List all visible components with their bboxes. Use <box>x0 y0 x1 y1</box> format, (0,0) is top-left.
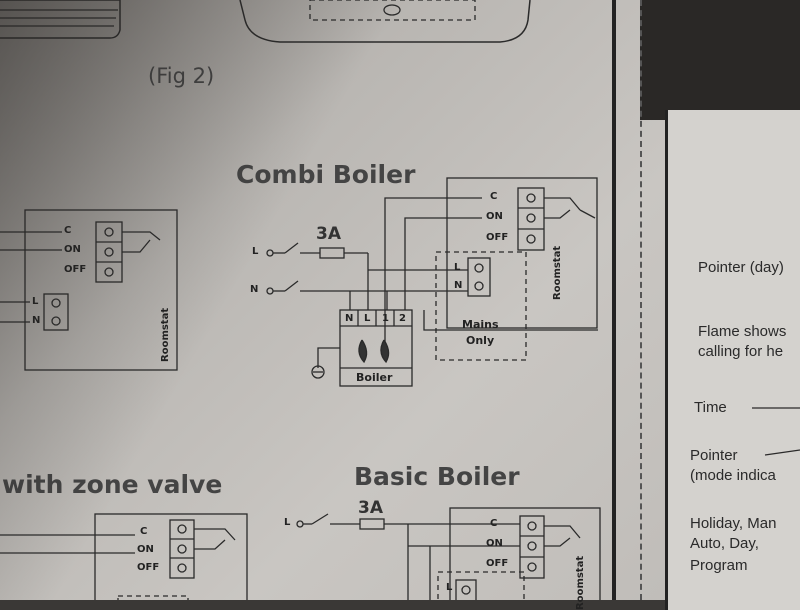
mains-l-label: L <box>454 262 461 273</box>
zone-terminal-on: ON <box>137 544 154 555</box>
combi-terminal-block <box>517 187 545 251</box>
legend-flame-line2: calling for he <box>698 343 784 360</box>
combi-live-label: L <box>252 246 259 257</box>
zone-valve-wiring-diagram <box>0 513 248 600</box>
basic-live-label: L <box>284 517 291 528</box>
thermostat-device-outline <box>0 0 531 43</box>
zone-terminal-c: C <box>140 526 148 537</box>
combi-boiler-title: Combi Boiler <box>236 160 416 189</box>
zone-valve-title: with zone valve <box>2 470 223 499</box>
basic-fuse-label: 3A <box>358 498 383 518</box>
combi-fuse-label: 3A <box>316 224 341 244</box>
basic-terminal-c: C <box>490 518 498 529</box>
left-mains-n: N <box>32 315 41 326</box>
left-terminal-on: ON <box>64 244 81 255</box>
basic-boiler-title: Basic Boiler <box>354 462 520 491</box>
combi-terminal-off: OFF <box>486 232 509 243</box>
mains-n-label: N <box>454 280 463 291</box>
boiler-terminal-n: N <box>345 313 354 324</box>
legend-leader-lines <box>752 407 800 456</box>
combi-fuse <box>319 247 345 259</box>
left-roomstat-label: Roomstat <box>160 307 171 362</box>
legend-pointer-line1: Pointer <box>690 447 738 464</box>
combi-wiring-diagram <box>266 177 598 387</box>
basic-mains-l: L <box>446 582 453 593</box>
flame-icon <box>380 339 390 364</box>
boiler-label: Boiler <box>356 371 393 384</box>
legend-time: Time <box>694 399 727 416</box>
legend-flame-line1: Flame shows <box>698 323 787 340</box>
left-terminal-c: C <box>64 225 72 236</box>
flame-icon <box>358 339 368 364</box>
legend-modes-line2: Auto, Day, <box>690 535 759 552</box>
legend-pointer-line2: (mode indica <box>690 467 776 484</box>
boiler-terminal-1: 1 <box>382 313 389 324</box>
combi-roomstat-label: Roomstat <box>552 245 563 300</box>
combi-terminal-on: ON <box>486 211 503 222</box>
figure-label: (Fig 2) <box>148 64 215 88</box>
boiler-terminal-2: 2 <box>399 313 406 324</box>
left-wiring-diagram <box>0 209 178 371</box>
basic-terminal-off: OFF <box>486 558 509 569</box>
left-roomstat-box <box>24 209 178 371</box>
legend-pointer-day: Pointer (day) <box>698 259 784 276</box>
mains-label-line2: Only <box>466 334 495 347</box>
basic-terminal-on: ON <box>486 538 503 549</box>
boiler-terminal-l: L <box>364 313 371 324</box>
left-terminal-off: OFF <box>64 264 87 275</box>
combi-neutral-label: N <box>250 284 259 295</box>
left-terminal-block <box>95 221 123 283</box>
zone-terminal-off: OFF <box>137 562 160 573</box>
combi-roomstat-box <box>446 177 598 329</box>
basic-roomstat-label: Roomstat <box>575 555 586 610</box>
legend-modes-line1: Holiday, Man <box>690 515 777 532</box>
combi-terminal-c: C <box>490 191 498 202</box>
mains-label-line1: Mains <box>462 318 499 331</box>
legend-modes-line3: Program <box>690 557 748 574</box>
left-mains-l: L <box>32 296 39 307</box>
